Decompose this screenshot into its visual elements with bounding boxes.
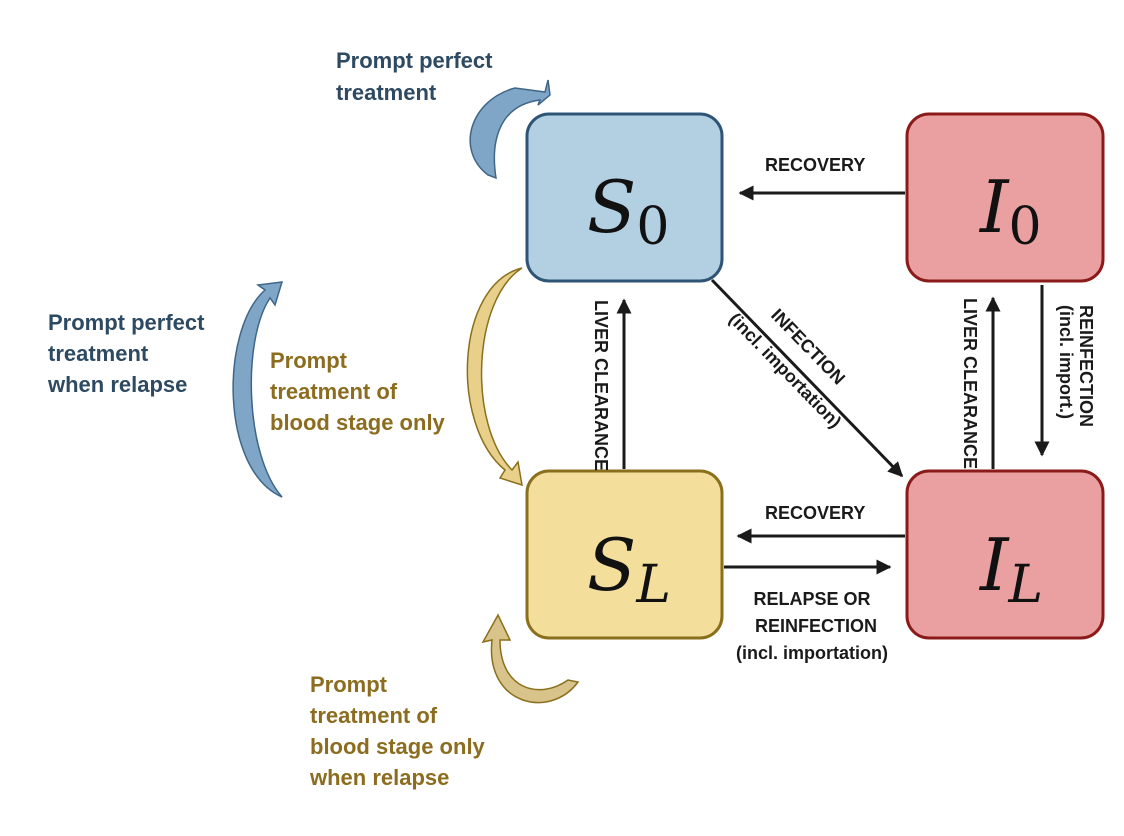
state-label-il: IL bbox=[978, 523, 1043, 615]
state-label-s0: S0 bbox=[587, 165, 669, 257]
reinfection-label: REINFECTION bbox=[1076, 305, 1096, 427]
treatment-top-line1: Prompt perfect bbox=[336, 48, 493, 73]
relapse-label-line2: REINFECTION bbox=[755, 616, 877, 636]
recovery-label-bottom: RECOVERY bbox=[765, 503, 865, 523]
recovery-label-top: RECOVERY bbox=[765, 155, 865, 175]
treatment-left-line2: treatment bbox=[48, 341, 149, 366]
infection-arrow bbox=[710, 278, 904, 478]
treatment-middle-line3: blood stage only bbox=[270, 410, 446, 435]
state-box-i0 bbox=[905, 112, 1105, 283]
state-box-sl bbox=[525, 469, 724, 640]
treatment-bottom-line3: blood stage only bbox=[310, 734, 486, 759]
state-label-i0: I0 bbox=[978, 165, 1042, 257]
treatment-bottom-line4: when relapse bbox=[309, 765, 449, 790]
relapse-label-line3: (incl. importation) bbox=[736, 643, 888, 663]
treatment-middle-line2: treatment of bbox=[270, 379, 398, 404]
treatment-top-line2: treatment bbox=[336, 80, 437, 105]
state-box-il bbox=[905, 469, 1105, 640]
left-treatment-curved-arrow bbox=[232, 281, 284, 498]
liver-clearance-label-right: LIVER CLEARANCE bbox=[960, 298, 980, 469]
state-box-s0 bbox=[525, 112, 724, 283]
treatment-bottom-line1: Prompt bbox=[310, 672, 388, 697]
liver-clearance-label-left: LIVER CLEARANCE bbox=[591, 300, 611, 471]
state-label-sl: SL bbox=[587, 523, 671, 615]
treatment-left-line3: when relapse bbox=[47, 372, 187, 397]
treatment-middle-line1: Prompt bbox=[270, 348, 348, 373]
top-treatment-curved-arrow bbox=[469, 79, 551, 180]
relapse-label-line1: RELAPSE OR bbox=[753, 589, 870, 609]
treatment-bottom-line2: treatment of bbox=[310, 703, 438, 728]
bottom-treatment-curved-arrow bbox=[481, 613, 580, 704]
reinfection-label-sub: (incl. import.) bbox=[1056, 305, 1076, 419]
treatment-left-line1: Prompt perfect bbox=[48, 310, 205, 335]
middle-treatment-curved-arrow bbox=[466, 267, 523, 487]
